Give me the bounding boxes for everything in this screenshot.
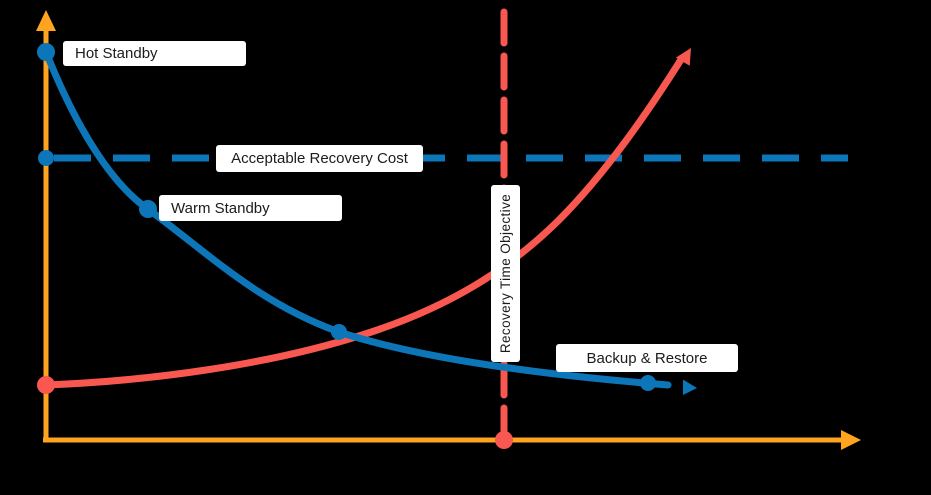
- data-point-acceptable-cost-axis: [38, 150, 54, 166]
- warm-standby-label: Warm Standby: [159, 195, 342, 221]
- downtime-curve-arrow-icon: [675, 48, 691, 66]
- recovery-curve-arrow-icon: [683, 379, 697, 395]
- data-point-downtime-start: [37, 376, 55, 394]
- x-axis-arrow-icon: [841, 430, 861, 450]
- recovery-cost-curve: [42, 48, 672, 389]
- recovery-time-objective-text: Recovery Time Objective: [498, 193, 513, 354]
- data-point-warm-standby: [139, 200, 157, 218]
- data-point-backup-restore: [640, 375, 656, 391]
- recovery-time-objective-label: Recovery Time Objective: [491, 185, 520, 362]
- data-point-hot-standby: [37, 43, 55, 61]
- backup-restore-label: Backup & Restore: [556, 344, 738, 372]
- hot-standby-label: Hot Standby: [63, 41, 246, 66]
- data-point-curve-intersection: [331, 324, 347, 340]
- downtime-cost-curve: [42, 54, 686, 389]
- acceptable-recovery-cost-label: Acceptable Recovery Cost: [216, 145, 423, 172]
- y-axis-arrow-icon: [36, 10, 56, 31]
- data-point-rto-axis: [495, 431, 513, 449]
